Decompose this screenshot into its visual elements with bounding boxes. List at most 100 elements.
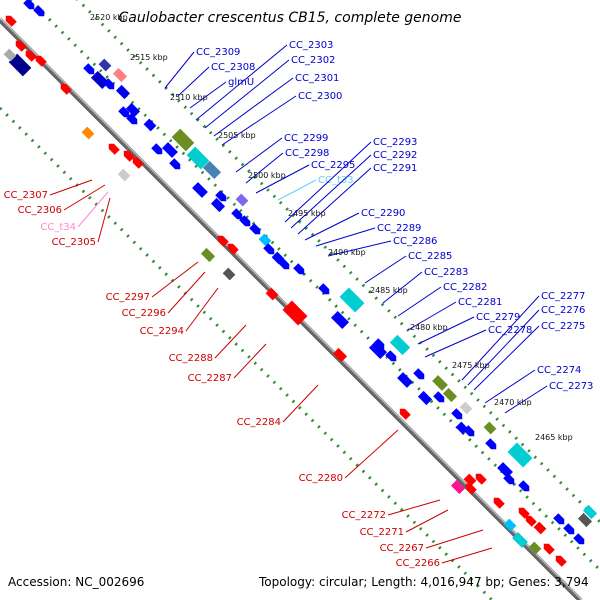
kbp-tick-label: 2485 kbp: [370, 286, 408, 295]
scale-guide-line: [75, 0, 600, 524]
label-leader-line: [424, 329, 487, 358]
label-leader-line: [164, 51, 195, 89]
label-leader-line: [387, 499, 441, 516]
label-leader-line: [382, 271, 423, 304]
gene-feature-block: [577, 512, 593, 528]
gene-feature-block: [98, 58, 112, 72]
gene-feature-block: [3, 48, 17, 62]
reverse-gene-arrow: [543, 543, 555, 555]
gene-label: CC_2309: [196, 47, 240, 58]
gene-label: CC_2271: [360, 527, 404, 538]
kbp-tick-label: 2480 kbp: [410, 323, 448, 332]
gene-feature-block: [368, 340, 388, 360]
gene-label: CC_2299: [284, 133, 328, 144]
gene-label: CC_2303: [289, 40, 333, 51]
label-leader-line: [255, 164, 310, 194]
gene-label: CC_2289: [377, 223, 421, 234]
reverse-gene-arrow: [227, 243, 239, 255]
kbp-tick-label: 2465 kbp: [535, 433, 573, 442]
forward-gene-arrow: [413, 368, 425, 380]
label-leader-line: [177, 66, 210, 97]
gene-label: CC_2295: [311, 160, 355, 171]
gene-feature-block: [450, 479, 466, 495]
gene-label: CC_2307: [4, 190, 48, 201]
kbp-tick-label: 2470 kbp: [494, 398, 532, 407]
label-leader-line: [467, 309, 540, 386]
forward-gene-arrow: [263, 243, 275, 255]
gene-feature-block: [210, 197, 226, 213]
gene-feature-block: [503, 518, 517, 532]
label-leader-line: [407, 301, 457, 331]
gene-label: CC_2294: [140, 326, 184, 337]
gene-label: CC_2272: [342, 510, 386, 521]
forward-gene-arrow: [169, 158, 181, 170]
gene-label: CC_2266: [396, 558, 440, 569]
gene-feature-block: [282, 300, 308, 326]
topology-text: Topology: circular; Length: 4,016,947 bp…: [259, 575, 589, 589]
label-leader-line: [315, 227, 376, 247]
gene-label: CC_2267: [380, 543, 424, 554]
gene-feature-block: [200, 247, 216, 263]
forward-gene-arrow: [231, 208, 243, 220]
reverse-gene-arrow: [108, 143, 120, 155]
label-leader-line: [235, 137, 283, 173]
gene-label: CC_2296: [122, 308, 166, 319]
label-leader-line: [63, 184, 106, 211]
reverse-gene-arrow: [35, 55, 47, 67]
gene-feature-block: [162, 142, 178, 158]
label-leader-line: [397, 286, 442, 317]
label-leader-line: [327, 240, 392, 257]
gene-feature-block: [528, 541, 542, 555]
label-leader-line: [282, 384, 319, 423]
forward-gene-arrow: [249, 223, 261, 235]
label-leader-line: [204, 59, 290, 129]
reverse-gene-arrow: [15, 40, 27, 52]
label-leader-line: [441, 547, 493, 564]
label-leader-line: [277, 179, 317, 201]
gene-label: CC_2298: [285, 148, 329, 159]
gene-feature-block: [397, 372, 413, 388]
gene-feature-block: [192, 182, 208, 198]
gene-label: CC_t34: [40, 222, 76, 233]
label-leader-line: [245, 152, 284, 184]
gene-feature-block: [81, 126, 95, 140]
forward-gene-arrow: [563, 523, 575, 535]
forward-gene-arrow: [103, 78, 115, 90]
forward-gene-arrow: [553, 513, 565, 525]
gene-feature-block: [459, 401, 473, 415]
forward-gene-arrow: [151, 143, 163, 155]
gene-feature-block: [8, 53, 32, 77]
label-leader-line: [77, 191, 109, 228]
label-leader-line: [405, 509, 449, 533]
gene-label: CC_2274: [537, 365, 581, 376]
reverse-gene-arrow: [132, 157, 144, 169]
gene-label: CC_2283: [424, 267, 468, 278]
gene-label: CC_2282: [443, 282, 487, 293]
label-leader-line: [284, 141, 372, 223]
forward-gene-arrow: [118, 106, 130, 118]
label-leader-line: [344, 429, 399, 479]
forward-gene-arrow: [518, 480, 530, 492]
label-leader-line: [185, 287, 219, 332]
reverse-gene-arrow: [217, 235, 229, 247]
gene-feature-block: [265, 287, 279, 301]
forward-gene-arrow: [33, 5, 45, 17]
forward-gene-arrow: [293, 263, 305, 275]
label-leader-line: [221, 95, 297, 146]
label-leader-line: [304, 212, 360, 241]
label-leader-line: [167, 271, 206, 314]
gene-label: CC_2281: [458, 297, 502, 308]
forward-gene-arrow: [485, 438, 497, 450]
reverse-gene-arrow: [123, 150, 135, 162]
gene-feature-block: [389, 334, 411, 356]
kbp-tick-label: 2475 kbp: [452, 361, 490, 370]
gene-label: CC_2288: [169, 353, 213, 364]
gene-label: CC_2285: [408, 251, 452, 262]
gene-label: CC_2275: [541, 321, 585, 332]
label-leader-line: [297, 167, 372, 235]
forward-gene-arrow: [451, 408, 463, 420]
label-leader-line: [213, 77, 294, 137]
gene-label: CC_2297: [106, 292, 150, 303]
gene-feature-block: [533, 521, 547, 535]
